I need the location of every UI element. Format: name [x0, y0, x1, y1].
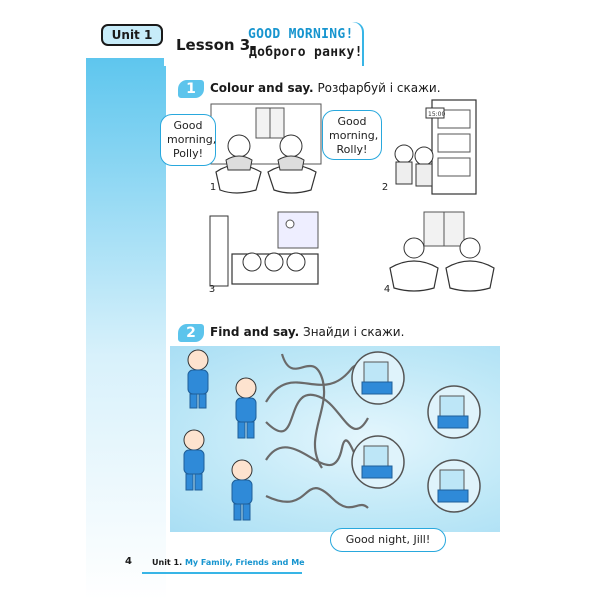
- picture-1-two-kids-in-beds: [206, 102, 326, 197]
- speech-bubble-rolly: Good morning, Rolly!: [322, 110, 382, 160]
- picture-4-number: 4: [383, 284, 391, 295]
- unit-badge: Unit 1: [101, 24, 163, 46]
- footer-bar: [142, 556, 302, 574]
- picture-1-number: 1: [209, 182, 217, 193]
- maze-paths: [262, 348, 372, 528]
- bedroom-circle-4: [426, 458, 482, 514]
- kids-in-pajamas-group: [176, 346, 286, 526]
- task-2-title-ua: Знайди і скажи.: [303, 325, 405, 339]
- footer-unit-title: Unit 1. My Family, Friends and Me: [152, 558, 305, 567]
- task-1-number: 1: [178, 80, 204, 98]
- svg-text:15:00: 15:00: [428, 111, 445, 118]
- picture-2-door-with-characters: 15:00: [382, 98, 492, 198]
- left-decorative-band: [86, 58, 166, 600]
- speech-bubble-polly: Good morning, Polly!: [160, 114, 216, 166]
- task-2-instruction: Find and say. Знайди і скажи.: [210, 325, 404, 339]
- lesson-label: Lesson 3.: [176, 36, 256, 54]
- task-1-title: Colour and say.: [210, 81, 314, 95]
- speech-bubble-good-night: Good night, Jill!: [330, 528, 446, 552]
- bedroom-circle-3: [350, 434, 406, 490]
- footer-unit: Unit 1.: [152, 558, 183, 567]
- picture-3-kids-at-bedtime: [208, 208, 328, 298]
- picture-2-number: 2: [381, 182, 389, 193]
- lesson-tab: [164, 22, 362, 66]
- page-number: 4: [125, 556, 132, 567]
- picture-4-kids-in-beds-morning: [384, 206, 500, 298]
- task-2-title: Find and say.: [210, 325, 300, 339]
- task-1-instruction: Colour and say. Розфарбуй і скажи.: [210, 81, 441, 95]
- task-2-number: 2: [178, 324, 204, 342]
- lesson-title-ukrainian: Доброго ранку!: [249, 45, 363, 60]
- bedroom-circle-2: [426, 384, 482, 440]
- lesson-title-english: GOOD MORNING!: [248, 27, 354, 42]
- picture-3-number: 3: [208, 284, 216, 295]
- footer-unit-name: My Family, Friends and Me: [184, 558, 305, 567]
- bedroom-circle-1: [350, 350, 406, 406]
- task-1-title-ua: Розфарбуй і скажи.: [317, 81, 441, 95]
